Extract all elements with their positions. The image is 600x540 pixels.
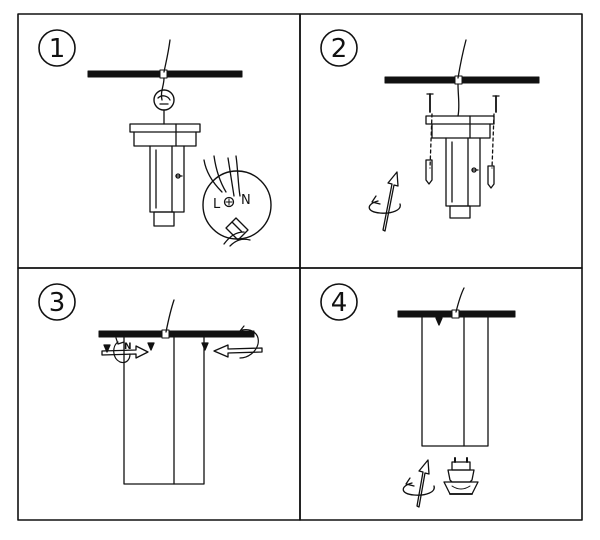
- set-screw: [435, 317, 443, 326]
- supply-wire-lower: [160, 77, 165, 101]
- supply-wire: [455, 287, 465, 313]
- terminal-block: [225, 217, 249, 241]
- earth-symbol: [223, 196, 235, 208]
- ceiling-hole: [451, 309, 460, 319]
- lamp-cap: [449, 205, 471, 219]
- label-neutral: N: [241, 193, 251, 208]
- step-number-1: 1: [49, 34, 66, 64]
- step-badge-1: 1: [38, 29, 76, 67]
- connector-wire: [157, 95, 171, 101]
- ceiling-slab: [98, 330, 255, 338]
- gu10-bulb-icon: [443, 457, 479, 495]
- twist-up-arrow-icon: [368, 171, 401, 232]
- wall-plug-right: [487, 165, 495, 189]
- panel-4-illustration: [397, 287, 516, 508]
- ceiling-hole: [161, 329, 170, 339]
- push-left-arrow-icon: [213, 325, 263, 359]
- set-screw-left: [103, 344, 111, 353]
- supply-wire: [165, 299, 175, 333]
- step-badge-3: 3: [38, 283, 76, 321]
- twist-up-arrow-icon: [402, 459, 435, 508]
- panel-4-frame: [299, 267, 583, 521]
- panel-3-illustration: N: [98, 299, 263, 485]
- mounting-plate: [425, 115, 495, 139]
- label-live: L: [213, 197, 221, 212]
- step-badge-2: 2: [320, 29, 358, 67]
- step-number-4: 4: [331, 288, 348, 318]
- step-number-2: 2: [331, 34, 348, 64]
- supply-wire: [457, 39, 467, 79]
- panel-2-illustration: [368, 39, 540, 232]
- supply-wire: [163, 39, 171, 73]
- mounting-plate: [129, 123, 201, 147]
- step-badge-4: 4: [320, 283, 358, 321]
- push-right-arrow-icon: N: [101, 337, 149, 364]
- label-neutral-small: N: [124, 342, 132, 352]
- wall-plug-left: [425, 159, 433, 185]
- set-screw-right: [201, 342, 209, 351]
- step-number-3: 3: [49, 288, 66, 318]
- lamp-shade: [123, 336, 205, 485]
- lamp-shade: [421, 316, 489, 447]
- wire-live: [203, 159, 223, 193]
- terminal-connector: [153, 89, 175, 111]
- panel-1-illustration: L N: [87, 39, 272, 247]
- lamp-body: [149, 145, 185, 213]
- lamp-cap: [153, 211, 175, 227]
